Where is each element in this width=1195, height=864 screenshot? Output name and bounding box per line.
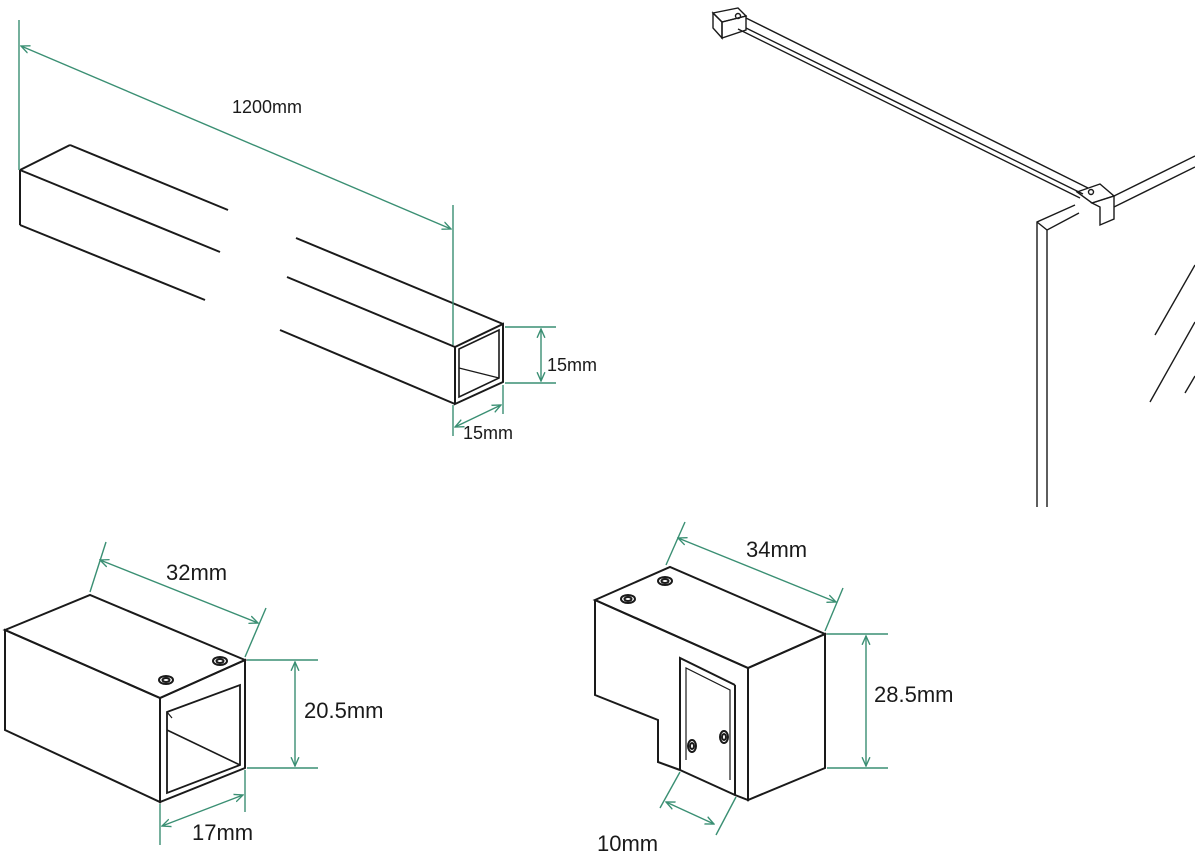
wall-bracket-drawing — [592, 565, 828, 802]
tube-length-dimension-line — [21, 46, 451, 229]
tube-drawing — [19, 144, 504, 406]
tube-width-label: 15mm — [463, 423, 513, 443]
end-cap-height-label: 20.5mm — [304, 698, 383, 723]
end-cap-length-label: 32mm — [166, 560, 227, 585]
screw-hole-icon — [719, 730, 729, 744]
wall-bracket-height-label: 28.5mm — [874, 682, 953, 707]
end-cap-width-label: 17mm — [192, 820, 253, 845]
end-cap-drawing — [2, 593, 248, 804]
wall-bracket-length-label: 34mm — [746, 537, 807, 562]
wall-bracket-length-dimension-line — [678, 538, 836, 602]
tube-length-label: 1200mm — [232, 97, 302, 117]
tube-height-label: 15mm — [547, 355, 597, 375]
wall-bracket-width-dimension-line — [666, 802, 714, 824]
tube-dimensions — [18, 20, 556, 436]
tube-width-dimension-line — [455, 405, 501, 427]
screw-hole-icon — [620, 594, 636, 604]
screw-hole-icon — [212, 656, 228, 666]
wall-bracket-width-label: 10mm — [597, 831, 658, 856]
screw-hole-icon — [687, 739, 697, 753]
wall-bracket-dimensions — [659, 521, 888, 836]
end-cap-length-dimension-line — [100, 560, 258, 623]
screw-hole-icon — [657, 576, 673, 586]
screw-hole-icon — [158, 675, 174, 685]
assembly-drawing — [711, 7, 1195, 507]
end-cap-width-dimension-line — [162, 795, 243, 826]
end-cap-dimensions — [89, 541, 318, 845]
